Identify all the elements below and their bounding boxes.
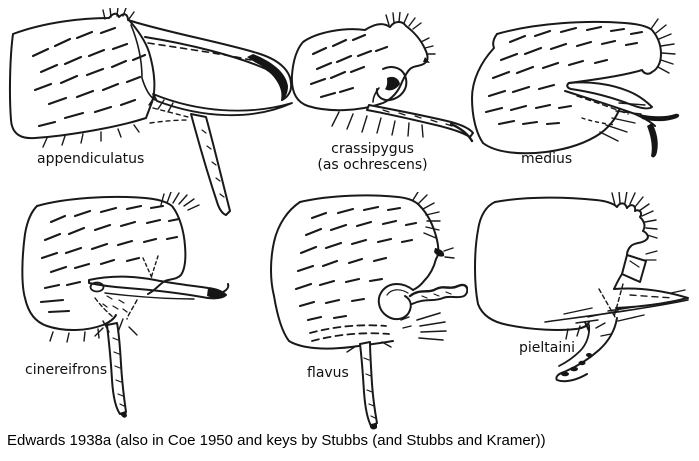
pieltaini-drawing <box>474 192 689 383</box>
label-crassipygus-line1: crassipygus <box>331 141 414 157</box>
appendiculatus-drawing <box>8 8 293 216</box>
label-cinereifrons: cinereifrons <box>25 362 108 378</box>
label-crassipygus: crassipygus (as ochrescens) <box>300 141 445 173</box>
label-appendiculatus: appendiculatus <box>37 151 145 167</box>
label-flavus: flavus <box>307 365 349 381</box>
figure-caption: Edwards 1938a (also in Coe 1950 and keys… <box>7 432 546 449</box>
label-crassipygus-line2: (as ochrescens) <box>317 157 428 173</box>
flavus-drawing <box>270 192 468 430</box>
label-medius: medius <box>521 151 573 167</box>
cinereifrons-drawing <box>21 192 230 418</box>
crassipygus-drawing <box>290 12 474 143</box>
label-pieltaini: pieltaini <box>519 340 575 356</box>
medius-drawing <box>471 18 680 158</box>
